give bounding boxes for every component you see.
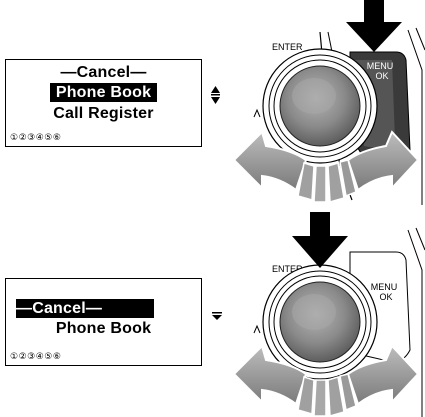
menu-line-call-register: Call Register <box>53 105 154 122</box>
scroll-down-icon <box>212 311 222 322</box>
phone-control-illustration-step-2: ENTER MENU OK <box>232 212 425 417</box>
press-arrow-icon <box>292 212 348 268</box>
menu-line-cancel-selected: —Cancel— <box>6 299 201 318</box>
menu-line-phone-book: Phone Book <box>55 320 152 337</box>
menu-line-cancel: —Cancel— <box>60 64 147 81</box>
selection-highlight: —Cancel— <box>16 299 154 318</box>
lcd-screen-step-1: —Cancel— Phone Book Call Register ①②③④⑤⑥ <box>5 59 202 147</box>
menu-line-phone-book-selected: Phone Book <box>6 83 201 102</box>
menu-label: MENU <box>367 61 394 71</box>
ok-label: OK <box>375 71 388 81</box>
scroll-up-down-icon <box>211 86 220 106</box>
rotate-arrows-icon <box>232 344 420 417</box>
menu-label: MENU <box>371 282 398 292</box>
page-numbers: ①②③④⑤⑥ <box>10 352 62 362</box>
enter-label: ENTER <box>272 264 303 274</box>
page-numbers: ①②③④⑤⑥ <box>10 133 62 143</box>
lcd-screen-step-2: —Cancel— Phone Book ①②③④⑤⑥ <box>5 278 202 366</box>
selection-highlight: Phone Book <box>49 83 158 102</box>
ok-label: OK <box>379 292 392 302</box>
enter-label: ENTER <box>272 42 303 52</box>
press-arrow-icon <box>346 0 402 52</box>
phone-control-illustration-step-1: ENTER MENU OK <box>232 0 425 205</box>
rotate-arrows-icon <box>232 130 420 203</box>
